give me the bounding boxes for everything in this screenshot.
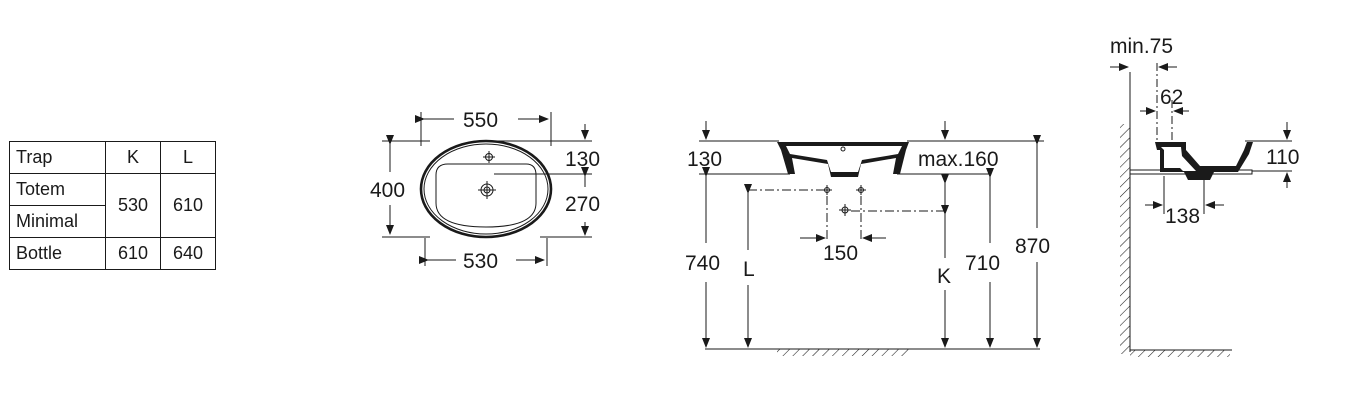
cell-k-totem-minimal: 530 xyxy=(105,173,161,238)
dim-710: 710 xyxy=(965,252,1000,275)
side-view xyxy=(1110,63,1292,357)
header-k: K xyxy=(105,141,161,174)
dim-150: 150 xyxy=(823,242,858,265)
dim-min75: min.75 xyxy=(1110,35,1173,58)
table-row: Minimal xyxy=(9,205,216,238)
trap-table: Trap K L Totem 530 610 Minimal Bottle 61… xyxy=(9,141,216,270)
dim-400: 400 xyxy=(370,179,405,202)
dim-110: 110 xyxy=(1266,146,1299,169)
top-view xyxy=(382,112,592,266)
dim-550: 550 xyxy=(463,109,498,132)
basin-outer-outline xyxy=(419,139,553,239)
dim-138: 138 xyxy=(1165,205,1200,228)
tap-hole-icon xyxy=(483,151,495,163)
basin-outer-outline-thin xyxy=(423,143,549,235)
row-name-bottle: Bottle xyxy=(9,237,106,270)
table-header-row: Trap K L xyxy=(9,141,216,174)
dim-740: 740 xyxy=(685,252,720,275)
dim-130-top: 130 xyxy=(565,148,600,171)
dim-270: 270 xyxy=(565,193,600,216)
table-row: Bottle 610 640 xyxy=(9,237,216,270)
row-name-minimal: Minimal xyxy=(9,205,106,238)
tap-hole-marker-icon xyxy=(840,146,846,152)
dim-l: L xyxy=(743,258,755,281)
cell-l-bottle: 640 xyxy=(160,237,216,270)
fixing-point-icon xyxy=(822,185,866,216)
cell-l-totem-minimal: 610 xyxy=(160,173,216,238)
dim-870: 870 xyxy=(1015,235,1050,258)
header-trap: Trap xyxy=(9,141,106,174)
dim-k: K xyxy=(937,265,951,288)
floor-hatch xyxy=(777,349,909,356)
drain-icon xyxy=(478,181,496,199)
floor-hatch-side xyxy=(1130,350,1230,357)
dim-530: 530 xyxy=(463,250,498,273)
dim-max160: max.160 xyxy=(918,148,999,171)
cell-k-bottle: 610 xyxy=(105,237,161,270)
wall-hatch xyxy=(1120,124,1130,354)
dim-130-front: 130 xyxy=(687,148,722,171)
dim-62: 62 xyxy=(1160,86,1183,109)
front-view xyxy=(699,121,1044,356)
basin-inner-bowl xyxy=(435,163,537,228)
